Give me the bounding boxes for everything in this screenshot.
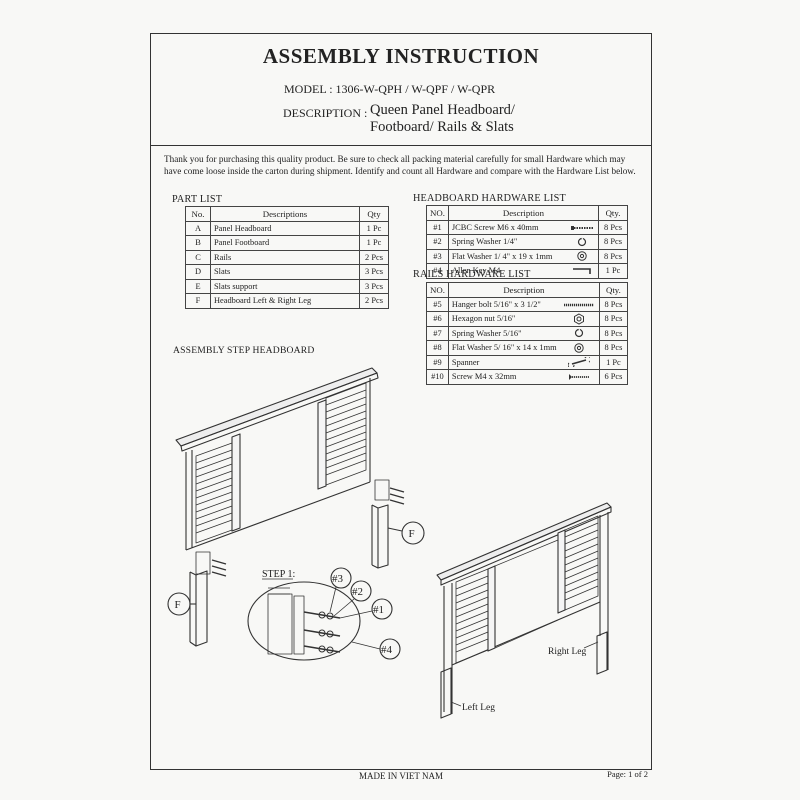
assembly-step-title: ASSEMBLY STEP HEADBOARD <box>173 345 315 356</box>
page-number: Page: 1 of 2 <box>607 769 648 779</box>
hardware-desc: Allen Key M4 <box>447 263 566 279</box>
rails-hardware-table: NO. Description Qty. #5 Hanger bolt 5/16… <box>426 282 629 385</box>
hardware-qty: 8 Pcs <box>598 311 629 327</box>
hardware-qty: 1 Pc <box>598 263 628 279</box>
table-header-row: No. Descriptions Qty <box>185 206 389 222</box>
table-row: #9 Spanner 1 Pc <box>426 354 629 370</box>
hardware-no: #10 <box>426 369 449 385</box>
description-label: DESCRIPTION : <box>283 106 368 120</box>
model-number: MODEL : 1306-W-QPH / W-QPF / W-QPR <box>284 82 496 96</box>
callout-2: #2 <box>352 586 363 598</box>
headboard-hardware-title: HEADBOARD HARDWARE LIST <box>413 193 566 204</box>
table-row: #5 Hanger bolt 5/16" x 3 1/2" 8 Pcs <box>426 296 629 312</box>
page-border <box>150 33 652 770</box>
table-row: #8 Flat Washer 5/ 16" x 14 x 1mm 8 Pcs <box>426 340 629 356</box>
document-title: ASSEMBLY INSTRUCTION <box>262 44 540 68</box>
made-in-label: MADE IN VIET NAM <box>359 771 443 781</box>
callout-3: #3 <box>332 573 344 585</box>
hardware-desc: Spring Washer 1/4" <box>447 234 566 250</box>
rails-hardware-title: RAILS HARDWARE LIST <box>413 269 531 280</box>
part-desc: Headboard Left & Right Leg <box>210 293 360 309</box>
table-row: #7 Spring Washer 5/16" 8 Pcs <box>426 325 629 341</box>
hardware-qty: 8 Pcs <box>598 234 628 250</box>
assembled-headboard-drawing: Right Leg Left Leg <box>436 502 612 719</box>
hardware-qty: 8 Pcs <box>598 219 628 235</box>
left-leg-label: Left Leg <box>462 702 495 713</box>
right-leg-label: Right Leg <box>548 647 587 657</box>
hardware-desc: JCBC Screw M6 x 40mm <box>447 219 566 235</box>
leg-tag-left: F <box>175 599 181 611</box>
step-detail-drawing: STEP 1: #3 #2 # <box>247 567 401 661</box>
part-qty: 2 Pcs <box>359 293 389 309</box>
callout-1: #1 <box>373 604 384 616</box>
column-header: Qty. <box>598 205 628 221</box>
part-no: A <box>185 220 211 236</box>
hardware-qty: 6 Pcs <box>598 369 629 385</box>
step-label: STEP 1: <box>262 569 295 580</box>
table-header-row: NO. Description Qty. <box>426 282 629 298</box>
table-row: #1 JCBC Screw M6 x 40mm 8 Pcs <box>426 219 628 235</box>
spring-washer-icon <box>566 234 599 250</box>
column-header: Description <box>447 205 600 221</box>
part-qty: 1 Pc <box>359 235 389 251</box>
headboard-drawing: F F <box>167 367 425 647</box>
column-header: No. <box>185 206 211 222</box>
column-header: NO. <box>426 205 449 221</box>
table-header-row: NO. Description Qty. <box>426 205 628 221</box>
headboard-hardware-table: NO. Description Qty. #1 JCBC Screw M6 x … <box>426 205 628 279</box>
header-divider <box>150 145 652 146</box>
callout-4: #4 <box>381 644 393 656</box>
intro-paragraph: Thank you for purchasing this quality pr… <box>164 154 636 176</box>
column-header: Qty <box>359 206 389 222</box>
part-list-title: PART LIST <box>172 194 223 205</box>
table-row: #4 Allen Key M4 1 Pc <box>426 263 628 279</box>
table-row: #2 Spring Washer 1/4" 8 Pcs <box>426 234 628 250</box>
leg-tag-right: F <box>409 528 415 540</box>
part-qty: 1 Pc <box>359 220 389 236</box>
description-value: Queen Panel Headboard/ Footboard/ Rails … <box>370 102 515 135</box>
table-row: #10 Screw M4 x 32mm 6 Pcs <box>426 369 629 385</box>
hardware-desc: Screw M4 x 32mm <box>447 369 560 385</box>
